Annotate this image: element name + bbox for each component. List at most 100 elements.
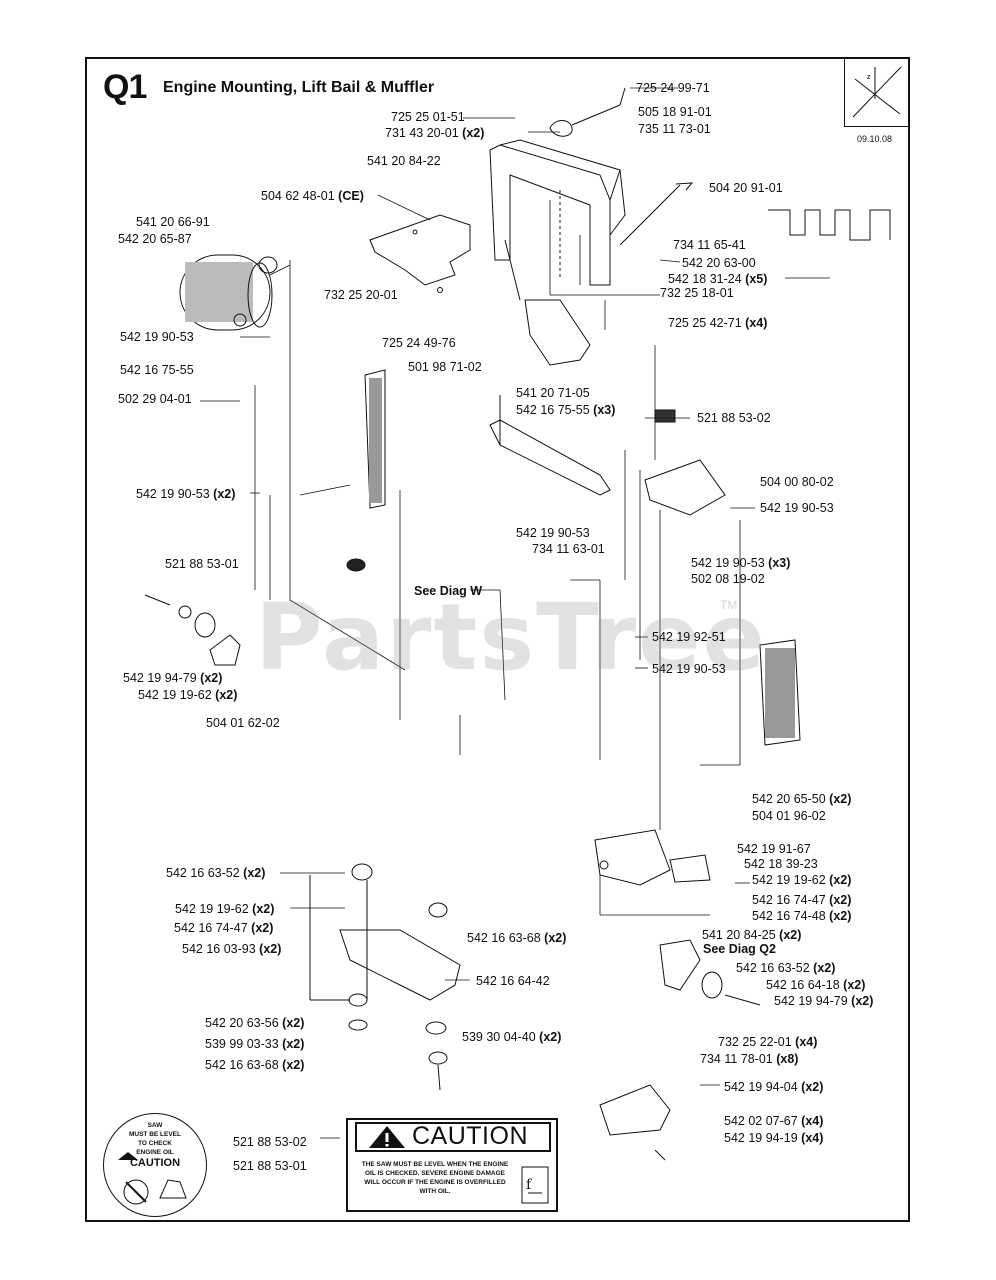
warning-triangle-icon	[369, 1126, 405, 1148]
part-label: 542 20 65-50 (x2)	[752, 792, 852, 806]
part-label: 542 19 90-53	[652, 662, 726, 676]
page-title: Engine Mounting, Lift Bail & Muffler	[163, 79, 435, 96]
part-label: 542 02 07-67 (x4)	[724, 1114, 824, 1128]
heat-shield-right	[759, 639, 801, 746]
part-label: 542 16 03-93 (x2)	[182, 942, 282, 956]
decal-text: TO CHECK	[138, 1140, 172, 1147]
part-label: 502 29 04-01	[118, 392, 192, 406]
part-label: 734 11 65-41	[673, 238, 746, 252]
part-label: 542 20 63-56 (x2)	[205, 1016, 305, 1030]
see-diag-q2-ref[interactable]: See Diag Q2	[703, 942, 776, 956]
part-label: 501 98 71-02	[408, 360, 482, 374]
part-label: 542 16 63-68 (x2)	[205, 1058, 305, 1072]
engine-plate	[594, 829, 711, 886]
part-label: 521 88 53-01	[233, 1159, 307, 1173]
part-label: 542 19 90-53	[120, 330, 194, 344]
muffler-bracket	[489, 395, 611, 496]
mount-right	[599, 939, 761, 1161]
part-label: 541 20 84-22	[367, 154, 441, 168]
muffler	[179, 254, 278, 331]
part-label: 725 25 42-71 (x4)	[668, 316, 768, 330]
mount-left	[144, 594, 241, 666]
part-label: 731 43 20-01 (x2)	[385, 126, 485, 140]
part-label: 505 18 91-01	[638, 105, 712, 119]
part-label: 539 30 04-40 (x2)	[462, 1030, 562, 1044]
cover-plate	[644, 409, 726, 516]
part-label: 502 08 19-02	[691, 572, 765, 586]
guard-plate	[369, 214, 471, 293]
part-label: 734 11 63-01	[532, 542, 605, 556]
section-code: Q1	[103, 68, 147, 106]
part-label: 542 19 94-79 (x2)	[774, 994, 874, 1008]
part-label: 542 16 75-55 (x3)	[516, 403, 616, 417]
part-label: 542 16 74-47 (x2)	[752, 893, 852, 907]
caution-header	[355, 1122, 551, 1152]
date-code: 09.10.08	[857, 134, 893, 144]
heat-shield-left	[364, 369, 386, 509]
part-label: 539 99 03-33 (x2)	[205, 1037, 305, 1051]
part-label: 542 16 63-68 (x2)	[467, 931, 567, 945]
part-label: 542 19 91-67	[737, 842, 811, 856]
orientation-icon: z	[852, 66, 902, 118]
part-label: 504 62 48-01 (CE)	[261, 189, 364, 203]
part-label: 542 18 31-24 (x5)	[668, 272, 768, 286]
part-label: 542 16 63-52 (x2)	[166, 866, 266, 880]
see-diag-w-ref[interactable]: See Diag W	[414, 584, 483, 598]
bail-handle	[549, 87, 626, 137]
rod-spring	[619, 182, 891, 246]
part-label: 542 16 74-47 (x2)	[174, 921, 274, 935]
part-label: 521 88 53-02	[233, 1135, 307, 1149]
part-label: 542 19 94-04 (x2)	[724, 1080, 824, 1094]
part-label: 541 20 71-05	[516, 386, 590, 400]
label-leaders	[200, 87, 830, 1139]
decal-oval	[346, 558, 366, 572]
part-label: 542 16 64-18 (x2)	[766, 978, 866, 992]
bottom-mount	[309, 863, 461, 1091]
part-label: 542 19 94-79 (x2)	[123, 671, 223, 685]
part-label: 542 16 74-48 (x2)	[752, 909, 852, 923]
support-bracket	[504, 239, 591, 366]
part-label: 725 24 99-71	[636, 81, 710, 95]
part-label: 542 19 90-53	[516, 526, 590, 540]
part-label: 732 25 20-01	[324, 288, 398, 302]
part-label: 725 24 49-76	[382, 336, 456, 350]
part-label: 542 19 92-51	[652, 630, 726, 644]
part-label: 732 25 18-01	[660, 286, 734, 300]
part-label: 542 20 65-87	[118, 232, 192, 246]
part-label: 542 19 94-19 (x4)	[724, 1131, 824, 1145]
part-label: 542 16 63-52 (x2)	[736, 961, 836, 975]
orientation-box: z	[844, 59, 908, 127]
caution-body: THE SAW MUST BE LEVEL WHEN THE ENGINE OI…	[361, 1161, 509, 1195]
part-label: 542 19 90-53	[760, 501, 834, 515]
part-label: 732 25 22-01 (x4)	[718, 1035, 818, 1049]
part-label: 542 19 19-62 (x2)	[175, 902, 275, 916]
part-label: 541 20 66-91	[136, 215, 210, 229]
decal-text: CAUTION	[129, 1157, 181, 1169]
decal-text: ENGINE OIL	[136, 1149, 174, 1156]
part-label: 735 11 73-01	[638, 122, 711, 136]
decal-text: SAW	[147, 1122, 163, 1129]
part-label: 504 00 80-02	[760, 475, 834, 489]
page-frame	[85, 57, 910, 1222]
manual-icon: f	[521, 1166, 549, 1204]
watermark: PartsTree	[255, 584, 767, 691]
oil-level-decal	[103, 1113, 207, 1217]
part-label: 734 11 78-01 (x8)	[700, 1052, 799, 1066]
watermark-tm: TM	[720, 598, 738, 612]
decal-text: MUST BE LEVEL	[128, 1131, 181, 1138]
part-label: 504 01 62-02	[206, 716, 280, 730]
part-label: 542 19 90-53 (x3)	[691, 556, 791, 570]
svg-text:z: z	[867, 74, 871, 81]
leader-lines	[254, 200, 741, 916]
part-label: 542 20 63-00	[682, 256, 756, 270]
part-label: 542 19 19-62 (x2)	[752, 873, 852, 887]
lift-bail	[489, 139, 626, 286]
part-label: 521 88 53-01	[165, 557, 239, 571]
part-label: 542 19 90-53 (x2)	[136, 487, 236, 501]
caution-title: CAUTION	[412, 1122, 528, 1150]
part-label: 542 18 39-23	[744, 857, 818, 871]
caution-decal	[346, 1118, 558, 1212]
part-label: 542 19 19-62 (x2)	[138, 688, 238, 702]
part-label: 541 20 84-25 (x2)	[702, 928, 802, 942]
